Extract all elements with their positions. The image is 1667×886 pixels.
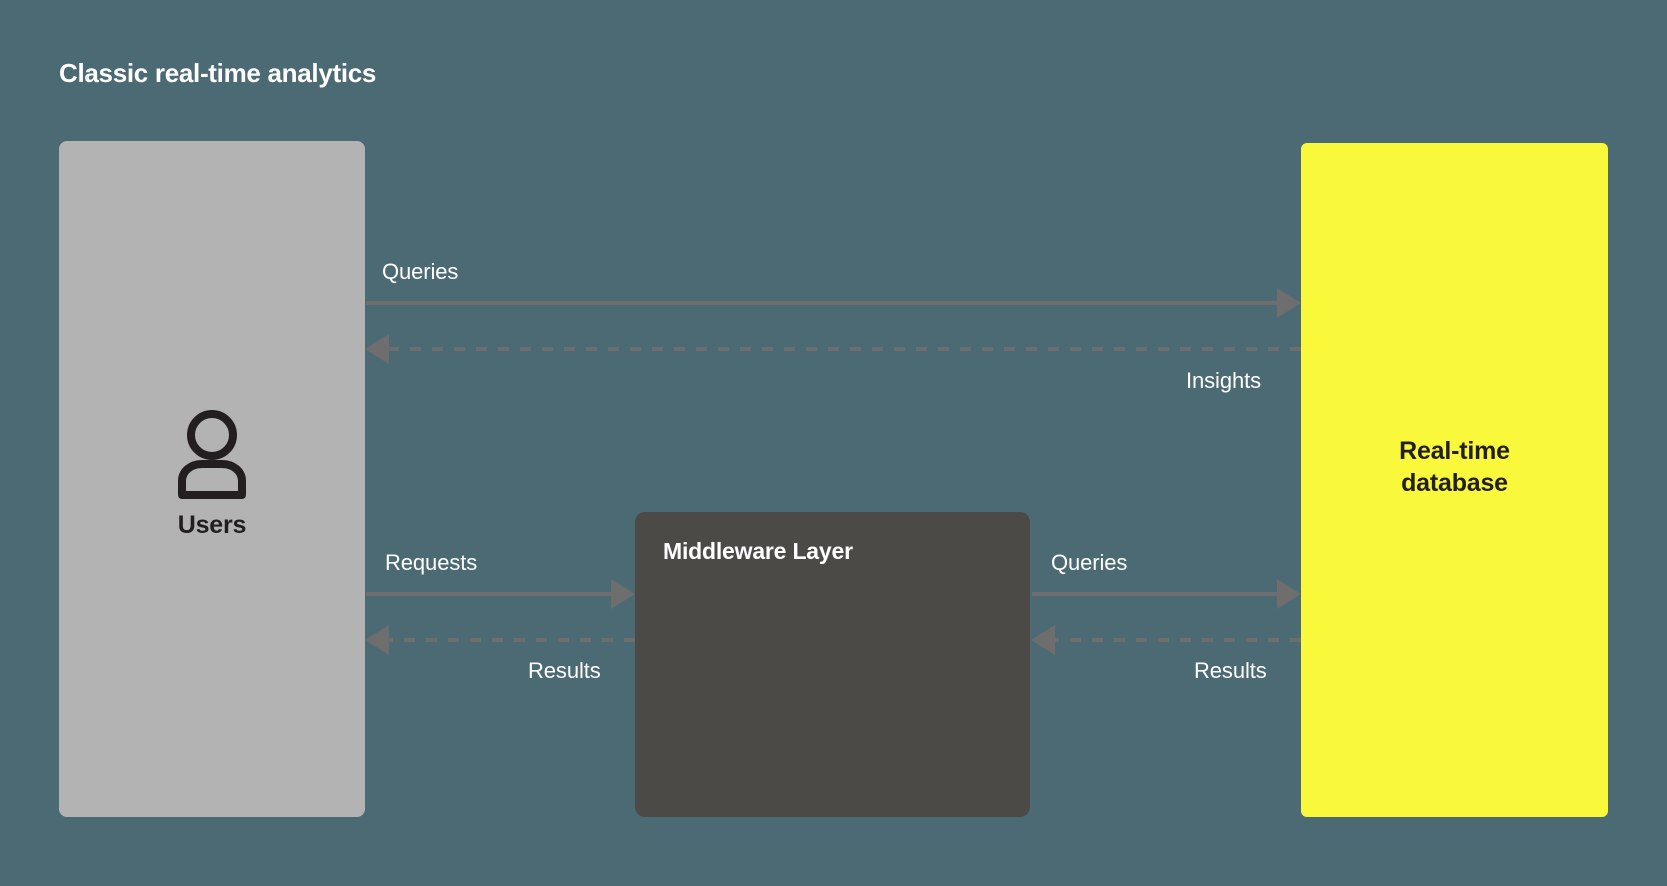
node-database-label: Real-time database: [1301, 436, 1608, 499]
edge-middleware-to-database-queries: [1032, 579, 1301, 609]
edge-label-requests: Requests: [385, 550, 478, 575]
edge-label-queries-bottom: Queries: [1051, 550, 1128, 575]
edge-label-results-left: Results: [528, 658, 601, 683]
node-users[interactable]: Users: [59, 141, 365, 817]
node-database-label-line2: database: [1401, 468, 1508, 497]
edge-database-to-users-insights: [365, 334, 1301, 364]
edge-label-results-right: Results: [1194, 658, 1267, 683]
edge-middleware-to-users-results: [365, 625, 635, 655]
node-database[interactable]: Real-time database: [1301, 143, 1608, 817]
user-icon: [171, 409, 253, 499]
edge-label-queries-top: Queries: [382, 259, 459, 284]
edge-database-to-middleware-results: [1031, 625, 1301, 655]
edge-label-insights: Insights: [1186, 368, 1262, 393]
edge-users-to-database-queries: [366, 288, 1301, 318]
edge-users-to-middleware-requests: [366, 579, 635, 609]
node-database-label-line1: Real-time: [1399, 437, 1510, 465]
node-middleware[interactable]: Middleware Layer: [635, 512, 1030, 817]
node-users-label: Users: [177, 511, 247, 539]
page-title: Classic real-time analytics: [59, 58, 377, 88]
node-middleware-label: Middleware Layer: [663, 538, 853, 564]
node-users-content: Users: [59, 409, 365, 540]
